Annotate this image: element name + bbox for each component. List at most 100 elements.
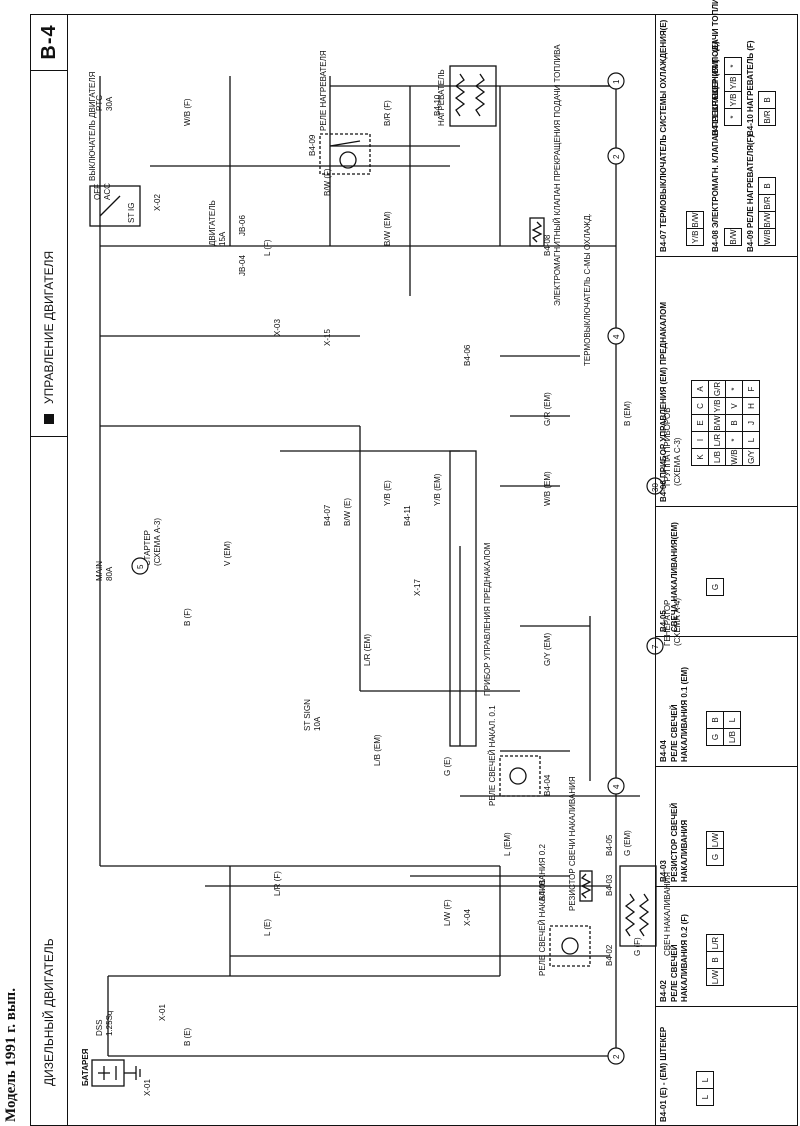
wire-lw-f: L/W (F) — [443, 899, 452, 926]
wire-br-f: B/R (F) — [383, 100, 392, 126]
main-fuse-label: MAIN — [95, 561, 104, 581]
gnd-x-01a: X-01 — [143, 1079, 152, 1096]
ignition-switch-symbol — [89, 185, 141, 227]
gnd-x-04: X-04 — [463, 909, 472, 926]
circle-ref-2a: 2 — [612, 1054, 621, 1059]
wire-b-f: B (F) — [183, 608, 192, 626]
switch-pos-st: ST — [127, 213, 136, 223]
st-sign-fuse-label: ST SIGN — [303, 699, 312, 731]
main-fuse-rating: 80A — [105, 566, 114, 581]
switch-pos-ig: IG — [127, 203, 136, 211]
gnd-x-01b: X-01 — [158, 1004, 167, 1021]
conn-jb-04: JB-04 — [238, 255, 247, 276]
wire-bw-e: B/W (E) — [343, 498, 352, 526]
thermo-switch-label: ТЕРМОВЫКЛЮЧАТЕЛЬ С-МЫ ОХЛАЖД. — [583, 213, 592, 366]
starter-label: СТАРТЕР — [143, 530, 152, 566]
page-note: Модель 1991 г. вып. — [3, 988, 19, 1122]
glow-resistor-label: РЕЗИСТОР СВЕЧИ НАКАЛИВАНИЯ — [568, 776, 577, 911]
heater-relay-symbol — [319, 133, 371, 175]
wire-g-e: G (E) — [443, 757, 452, 776]
wire-b-e: B (E) — [183, 1027, 192, 1046]
instrument-ref: (СХЕМА С-3) — [673, 437, 682, 486]
wire-l-e: L (E) — [263, 919, 272, 936]
dss-fuse-label: DSS — [95, 1020, 104, 1036]
circle-ref-4b: 4 — [612, 334, 621, 339]
legend-b4-05: B4-05 СВЕЧА НАКАЛИВАНИЯ(EM) G — [655, 506, 798, 636]
wiring-diagram: БАТАРЕЯ РЕЛЕ НАГРЕВАТЕЛЯ НАГРЕВАТЕЛЬ ЭЛЕ… — [81, 44, 682, 1096]
gnd-x-02: X-02 — [153, 194, 162, 211]
wire-lr-em: L/R (EM) — [363, 634, 372, 666]
engine-fuse-rating: 15A — [218, 231, 227, 246]
instrument-label: ГРУППА ПРИБОРОВ — [663, 407, 672, 486]
conn-b4-07: B4-07 — [323, 504, 332, 526]
wire-g-f: G (F) — [633, 937, 642, 956]
switch-pos-off: OFF — [93, 184, 102, 200]
wire-lr-f: L/R (F) — [273, 871, 282, 896]
ignition-switch-label: ВЫКЛЮЧАТЕЛЬ ДВИГАТЕЛЯ — [88, 71, 97, 181]
glow-relay-1-label: РЕЛЕ СВЕЧЕЙ НАКАЛ. 0.1 — [488, 705, 497, 806]
gnd-x-17: X-17 — [413, 579, 422, 596]
glow-plugs-symbol — [619, 865, 657, 947]
wire-bw-em: B/W (EM) — [383, 211, 392, 246]
legend-b4-02: B4-02 РЕЛЕ СВЕЧЕЙ НАКАЛИВАНИЯ 0.2 (F) L/… — [655, 886, 798, 1006]
gnd-x-03: X-03 — [273, 319, 282, 336]
heater-relay-label: РЕЛЕ НАГРЕВАТЕЛЯ — [319, 50, 328, 131]
dss-fuse-size: 1.25Sq — [105, 1011, 114, 1036]
circle-ref-5: 5 — [136, 564, 145, 569]
conn-b4-10: B4-10 — [433, 94, 442, 116]
heater-symbol — [449, 65, 497, 127]
circle-ref-4a: 4 — [612, 784, 621, 789]
conn-b4-01: B4-01 — [538, 879, 547, 901]
conn-b4-09: B4-09 — [308, 134, 317, 156]
generator-label: ГЕНЕРАТОР — [663, 600, 672, 646]
wire-wb-em: W/B (EM) — [543, 471, 552, 506]
conn-b4-04: B4-04 — [543, 774, 552, 796]
circle-ref-30: 30 — [651, 483, 660, 492]
wire-lb-em: L/B (EM) — [373, 734, 382, 766]
wire-yb-e: Y/B (E) — [383, 480, 392, 506]
glow-resistor-symbol — [579, 870, 593, 902]
st-sign-fuse-rating: 10A — [313, 716, 322, 731]
schematic-sheet: ДИЗЕЛЬНЫЙ ДВИГАТЕЛЬ УПРАВЛЕНИЕ ДВИГАТЕЛЯ… — [30, 0, 800, 1126]
wire-l-f: L (F) — [263, 239, 272, 256]
controller-label: ПРИБОР УПРАВЛЕНИЯ ПРЕДНАКАЛОМ — [483, 542, 492, 696]
conn-b4-02: B4-02 — [605, 944, 614, 966]
generator-ref: (СХЕМА А-4) — [673, 598, 682, 646]
legend-b4-06: B4-06 ПРИБОР УПРАВЛЕНИЯ (EM) ПРЕДНАКАЛОМ… — [655, 256, 798, 506]
conn-b4-11: B4-11 — [403, 505, 412, 526]
glow-plugs-label: СВЕЧ НАКАЛИВАНИЯ — [663, 872, 672, 956]
wire-yb-em: Y/B (EM) — [433, 473, 442, 506]
conn-b4-08: B4-08 — [543, 234, 552, 256]
wire-v-em: V (EM) — [223, 541, 232, 566]
controller-box — [449, 450, 477, 747]
conn-jb-06: JB-06 — [238, 215, 247, 236]
wire-wb-f: W/B (F) — [183, 98, 192, 126]
ptc-fuse-label: PTC — [95, 95, 104, 111]
battery-label: БАТАРЕЯ — [81, 1048, 90, 1086]
glow-relay-2-symbol — [549, 925, 591, 967]
engine-fuse-label: ДВИГАТЕЛЬ — [208, 200, 217, 246]
battery-symbol — [91, 1059, 141, 1087]
solenoid-symbol — [529, 217, 545, 247]
wire-l-em: L (EM) — [503, 832, 512, 856]
legend-b4-04: B4-04 РЕЛЕ СВЕЧЕЙ НАКАЛИВАНИЯ 0.1 (EM) G… — [655, 636, 798, 766]
solenoid-label: ЭЛЕКТРОМАГНИТНЫЙ КЛАПАН ПРЕКРАЩЕНИЯ ПОДА… — [553, 44, 562, 306]
wire-bw-f: B/W (F) — [323, 168, 332, 196]
wire-g-em: G (EM) — [623, 830, 632, 856]
conn-b4-05: B4-05 — [605, 834, 614, 856]
gnd-x-15: X-15 — [323, 329, 332, 346]
conn-b4-06: B4-06 — [463, 344, 472, 366]
switch-pos-acc: ACC — [103, 183, 112, 200]
wire-gy-em: G/Y (EM) — [543, 632, 552, 666]
circle-ref-7: 7 — [651, 644, 660, 649]
circle-ref-1: 1 — [612, 79, 621, 84]
wire-gr-em: G/R (EM) — [543, 392, 552, 426]
heater-label: НАГРЕВАТЕЛЬ — [437, 69, 446, 126]
circle-refs — [131, 72, 664, 1065]
starter-ref: (СХЕМА А-3) — [153, 518, 162, 566]
ptc-fuse-rating: 30A — [105, 96, 114, 111]
glow-relay-1-symbol — [499, 755, 541, 797]
legend-b4-07-to-11: B4-07 ТЕРМОВЫКЛЮЧАТЕЛЬ СИСТЕМЫ ОХЛАЖДЕНИ… — [655, 0, 798, 256]
